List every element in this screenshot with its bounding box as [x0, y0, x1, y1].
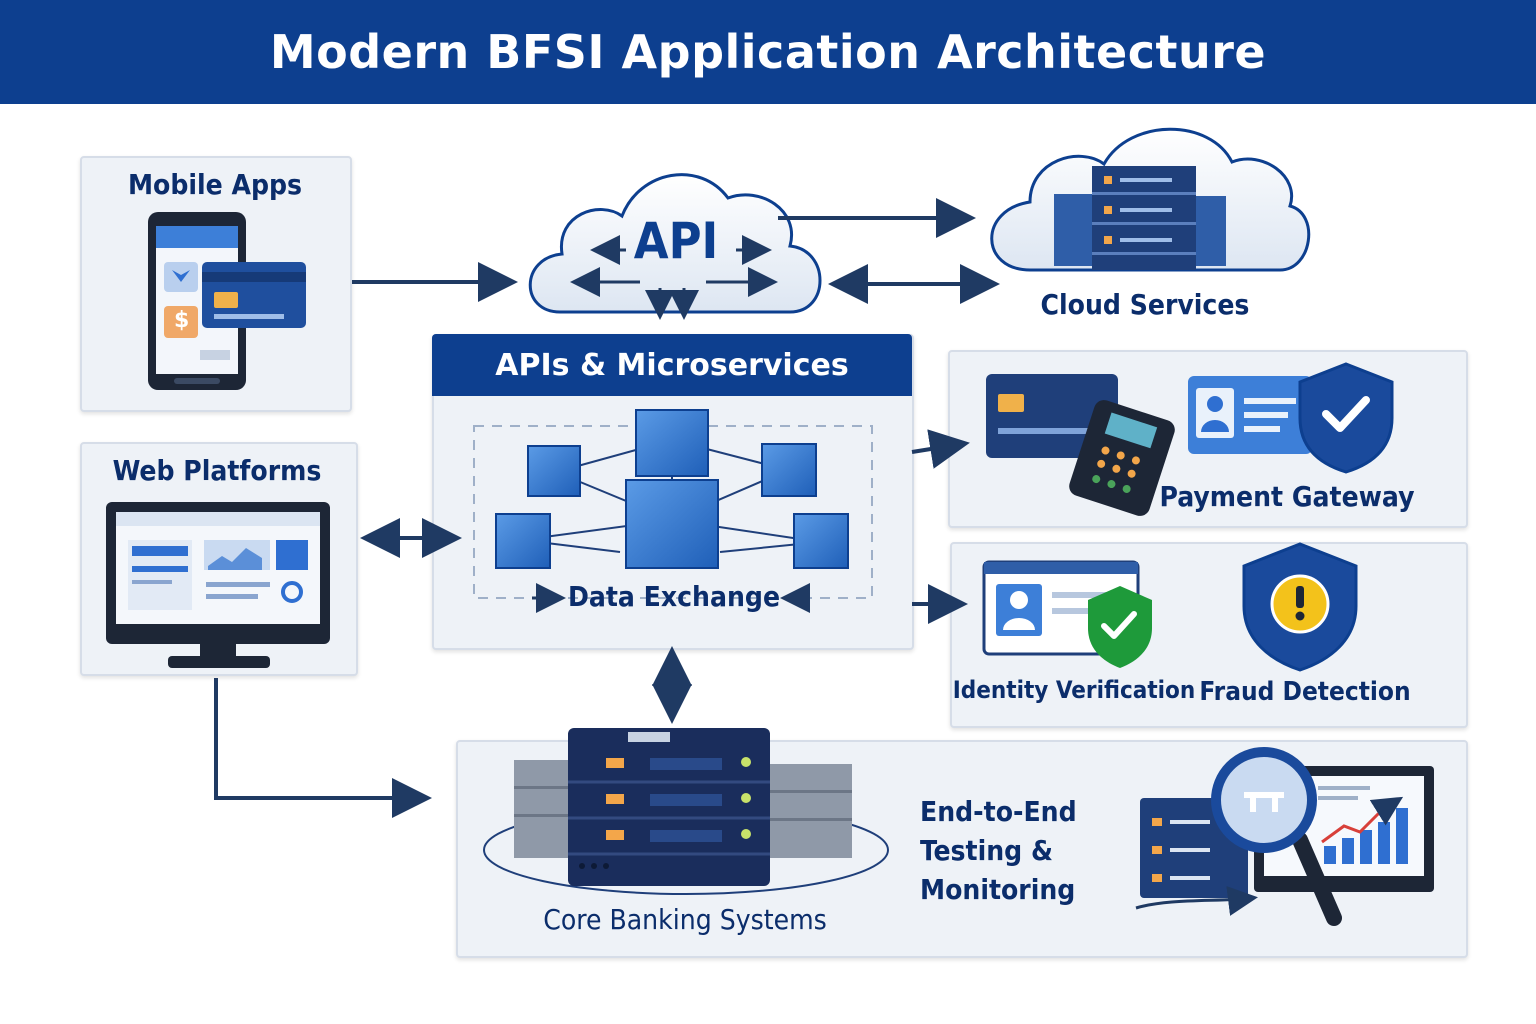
- testing-line-2: Testing &: [920, 834, 1053, 867]
- security-shield-check-icon: [1298, 362, 1394, 474]
- data-exchange-label: Data Exchange: [567, 580, 781, 613]
- credit-card-icon: [202, 262, 306, 328]
- pos-terminal-icon: [1069, 400, 1175, 516]
- cube-node: [527, 445, 581, 497]
- id-card-icon: [1188, 376, 1312, 454]
- core-banking-servers-icon: [483, 728, 889, 895]
- connectors: [214, 198, 1000, 818]
- mobile-apps-label: Mobile Apps: [127, 168, 303, 201]
- cube-node: [793, 513, 849, 569]
- fraud-alert-shield-icon: [1242, 542, 1358, 672]
- web-monitor-icon: [106, 502, 330, 668]
- core-banking-label: Core Banking Systems: [543, 903, 827, 936]
- fraud-detection-label: Fraud Detection: [1199, 677, 1411, 707]
- testing-line-3: Monitoring: [920, 873, 1076, 906]
- cube-node-center: [625, 479, 719, 569]
- testing-line-1: End-to-End: [920, 795, 1077, 828]
- web-platforms-label: Web Platforms: [112, 454, 322, 487]
- testing-monitoring-label: End-to-End Testing & Monitoring: [920, 792, 1077, 909]
- magnifier-icon: [1211, 747, 1342, 926]
- payment-gateway-label: Payment Gateway: [1159, 480, 1415, 513]
- mobile-phone-icon: [148, 212, 246, 390]
- microservices-network: [473, 409, 873, 613]
- cube-node: [635, 409, 709, 477]
- page-title: Modern BFSI Application Architecture: [269, 25, 1267, 79]
- currency-icon: $: [174, 308, 190, 333]
- microservices-header: APIs & Microservices: [432, 334, 912, 396]
- cube-node: [495, 513, 551, 569]
- arrow-web-to-core: [214, 678, 432, 818]
- cloud-services-label: Cloud Services: [1040, 288, 1250, 321]
- cloud-services-icon: [990, 127, 1311, 272]
- api-label: API: [633, 212, 719, 270]
- verified-check-icon: [1088, 586, 1152, 668]
- api-cloud-icon: [528, 173, 822, 320]
- arrow-ms-to-payment: [911, 429, 970, 469]
- identity-verification-label: Identity Verification: [952, 676, 1196, 704]
- microservices-title: APIs & Microservices: [495, 347, 849, 383]
- cube-node: [761, 443, 817, 497]
- title-banner: Modern BFSI Application Architecture: [0, 0, 1536, 104]
